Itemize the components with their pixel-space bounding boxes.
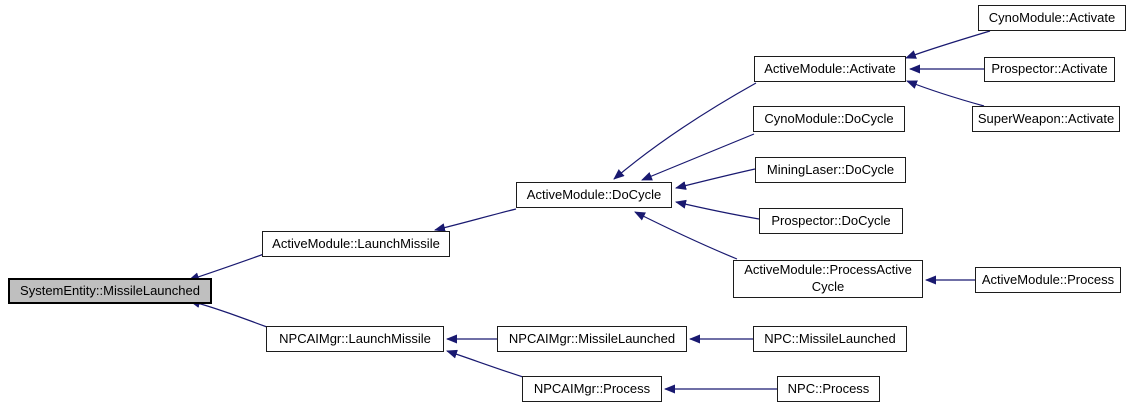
edge-active-module-process-active-cycle-to-active-module-do-cycle <box>634 211 738 260</box>
graph-node-label: NPC::Process <box>787 380 870 396</box>
graph-node-active-module-process-active-cycle[interactable]: ActiveModule::ProcessActive Cycle <box>733 260 923 298</box>
edge-cyno-module-do-cycle-to-active-module-do-cycle <box>641 133 755 181</box>
graph-node-label: NPCAIMgr::MissileLaunched <box>508 330 676 346</box>
graph-node-active-module-launch-missile[interactable]: ActiveModule::LaunchMissile <box>262 231 450 257</box>
graph-node-label: NPC::MissileLaunched <box>764 330 896 346</box>
edge-active-module-launch-missile-to-system-entity-missile-launched <box>188 253 265 282</box>
graph-node-label: ActiveModule::Activate <box>764 60 896 76</box>
graph-node-npcai-mgr-missile-launched[interactable]: NPCAIMgr::MissileLaunched <box>497 326 687 352</box>
graph-node-label: CynoModule::DoCycle <box>764 110 894 126</box>
graph-node-label: CynoModule::Activate <box>988 9 1116 25</box>
graph-node-npc-missile-launched[interactable]: NPC::MissileLaunched <box>753 326 907 352</box>
graph-node-label: NPCAIMgr::LaunchMissile <box>279 330 431 346</box>
graph-node-mining-laser-do-cycle[interactable]: MiningLaser::DoCycle <box>755 157 906 183</box>
graph-node-label: ActiveModule::LaunchMissile <box>272 235 440 251</box>
graph-node-label: ActiveModule::ProcessActive Cycle <box>744 262 912 294</box>
graph-node-label: SystemEntity::MissileLaunched <box>20 282 200 298</box>
graph-node-active-module-process[interactable]: ActiveModule::Process <box>975 267 1121 293</box>
graph-node-label: ActiveModule::DoCycle <box>526 186 662 202</box>
graph-node-npcai-mgr-process[interactable]: NPCAIMgr::Process <box>522 376 662 402</box>
edge-active-module-do-cycle-to-active-module-launch-missile <box>434 208 517 233</box>
edge-prospector-do-cycle-to-active-module-do-cycle <box>675 199 760 220</box>
edge-active-module-activate-to-active-module-do-cycle <box>613 82 757 180</box>
graph-node-super-weapon-activate[interactable]: SuperWeapon::Activate <box>972 106 1120 132</box>
graph-node-label: ActiveModule::Process <box>981 271 1115 287</box>
graph-node-npcai-mgr-launch-missile[interactable]: NPCAIMgr::LaunchMissile <box>266 326 444 352</box>
graph-node-cyno-module-activate[interactable]: CynoModule::Activate <box>978 5 1126 31</box>
edge-cyno-module-activate-to-active-module-activate <box>905 30 991 59</box>
graph-node-npc-process[interactable]: NPC::Process <box>777 376 880 402</box>
graph-node-system-entity-missile-launched: SystemEntity::MissileLaunched <box>8 278 212 304</box>
graph-node-prospector-do-cycle[interactable]: Prospector::DoCycle <box>759 208 903 234</box>
graph-node-label: MiningLaser::DoCycle <box>766 161 895 177</box>
edge-super-weapon-activate-to-active-module-activate <box>906 80 985 107</box>
edge-npcai-mgr-launch-missile-to-system-entity-missile-launched <box>189 299 268 328</box>
graph-node-label: NPCAIMgr::Process <box>533 380 651 396</box>
graph-node-label: SuperWeapon::Activate <box>977 110 1115 126</box>
graph-node-active-module-activate[interactable]: ActiveModule::Activate <box>754 56 906 82</box>
edge-npcai-mgr-process-to-npcai-mgr-launch-missile <box>446 349 524 378</box>
graph-node-label: Prospector::DoCycle <box>771 212 891 228</box>
edge-mining-laser-do-cycle-to-active-module-do-cycle <box>675 168 756 190</box>
graph-node-cyno-module-do-cycle[interactable]: CynoModule::DoCycle <box>753 106 905 132</box>
graph-node-label: Prospector::Activate <box>991 61 1108 77</box>
graph-node-prospector-activate[interactable]: Prospector::Activate <box>984 57 1115 82</box>
graph-node-active-module-do-cycle[interactable]: ActiveModule::DoCycle <box>516 182 672 208</box>
